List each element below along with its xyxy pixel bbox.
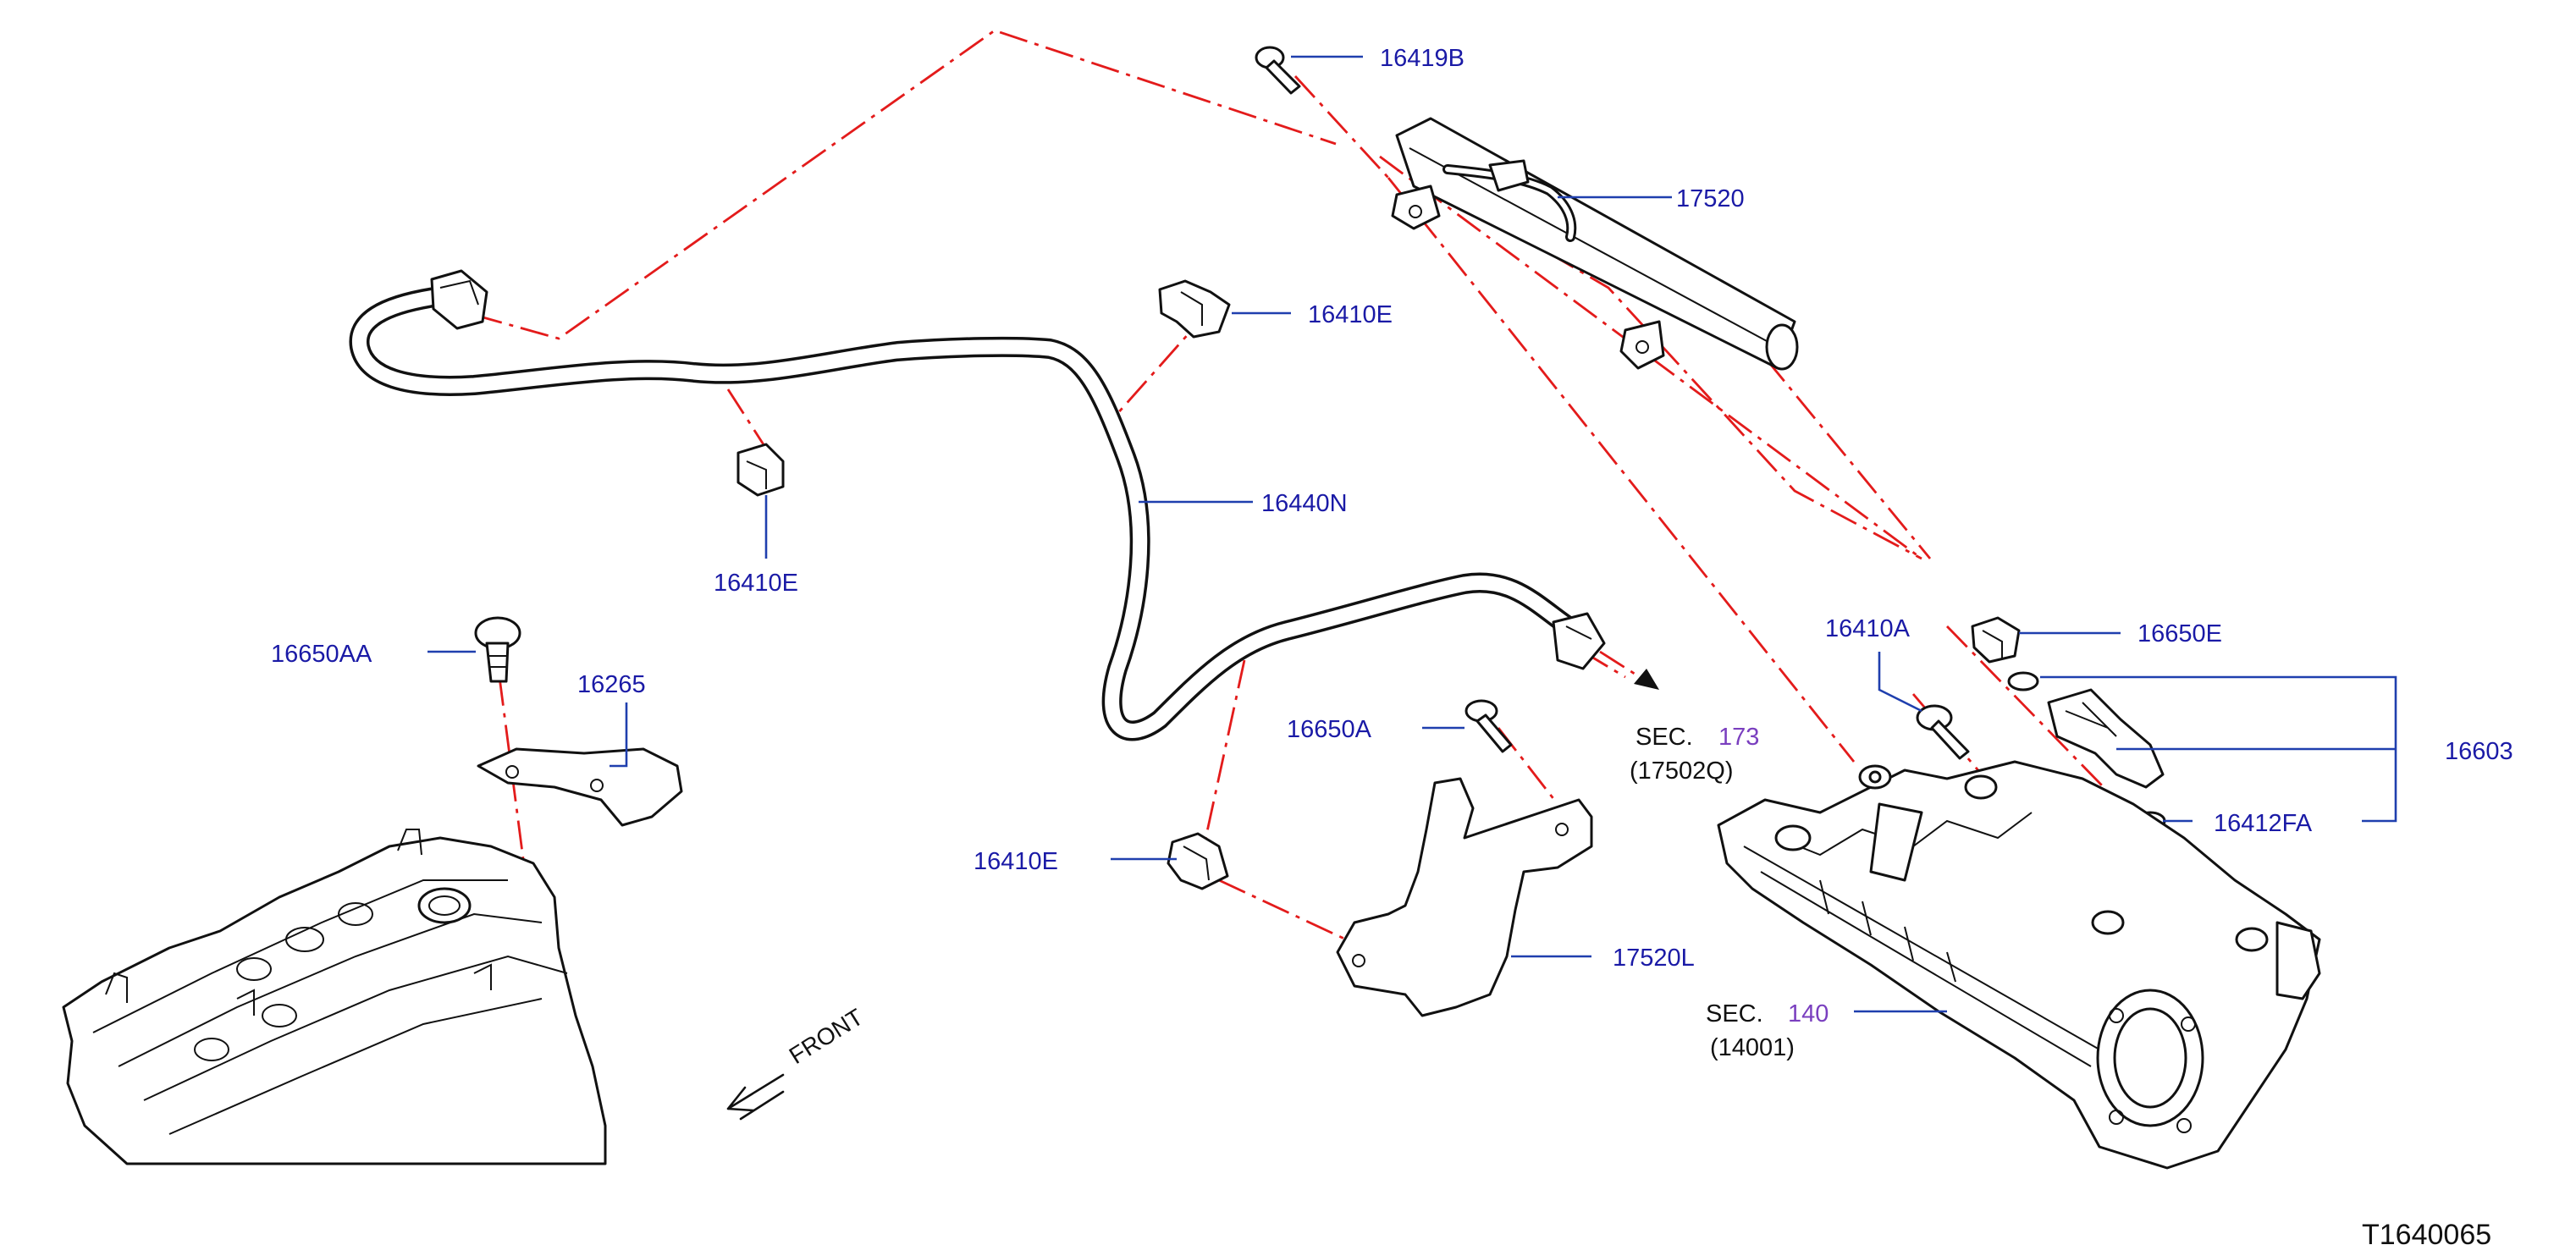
- bolt-16650A: [1465, 699, 1513, 753]
- label-16440N: 16440N: [1261, 490, 1348, 517]
- sec140-number: 140: [1788, 1000, 1829, 1027]
- label-16419B: 16419B: [1380, 45, 1465, 72]
- sec140-prefix: SEC.: [1706, 1000, 1763, 1027]
- sec173-code: (17502Q): [1630, 757, 1734, 785]
- label-16650AA: 16650AA: [271, 641, 372, 668]
- bolt-16419B: [1255, 46, 1301, 95]
- clip-16410E-bottom: [1167, 832, 1229, 890]
- sec173-arrow: [1599, 650, 1659, 690]
- front-label: FRONT: [785, 1004, 868, 1069]
- fuel-tube-16440N: [349, 269, 1606, 741]
- label-17520L: 17520L: [1613, 945, 1695, 972]
- figure-code: T1640065: [2362, 1219, 2491, 1251]
- label-16410E-left: 16410E: [714, 570, 798, 597]
- leader-lines: [427, 55, 2397, 1013]
- label-16410E-bottom: 16410E: [974, 848, 1058, 875]
- bracket-17520L: [1336, 777, 1593, 1017]
- label-16265: 16265: [577, 671, 646, 698]
- label-16650A: 16650A: [1287, 716, 1372, 743]
- engine-block: [62, 829, 607, 1165]
- label-16412FA: 16412FA: [2214, 810, 2313, 837]
- sec140-code: (14001): [1710, 1034, 1795, 1061]
- clip-16650E: [1971, 616, 2021, 664]
- front-arrow: FRONT: [726, 1004, 868, 1121]
- intake-manifold: [1717, 760, 2321, 1170]
- clip-16410E-left: [736, 443, 785, 497]
- label-17520: 17520: [1676, 185, 1745, 212]
- tube-end-connector: [430, 269, 1606, 670]
- label-16650E: 16650E: [2137, 620, 2222, 647]
- bolt-16410A: [1916, 704, 1970, 760]
- label-16410A: 16410A: [1825, 615, 1911, 642]
- bolt-16650AA: [474, 616, 521, 683]
- bracket-16265: [477, 747, 683, 827]
- clip-16410E-top: [1158, 279, 1231, 339]
- sec173-number: 173: [1718, 724, 1759, 751]
- label-16603: 16603: [2445, 738, 2513, 765]
- part-labels: 16419B 17520 16410E 16440N 16410E 16650A…: [271, 45, 2513, 1251]
- label-16410E-top: 16410E: [1308, 301, 1393, 328]
- fuel-rail-17520: [1391, 117, 1799, 371]
- sec173-prefix: SEC.: [1636, 724, 1693, 751]
